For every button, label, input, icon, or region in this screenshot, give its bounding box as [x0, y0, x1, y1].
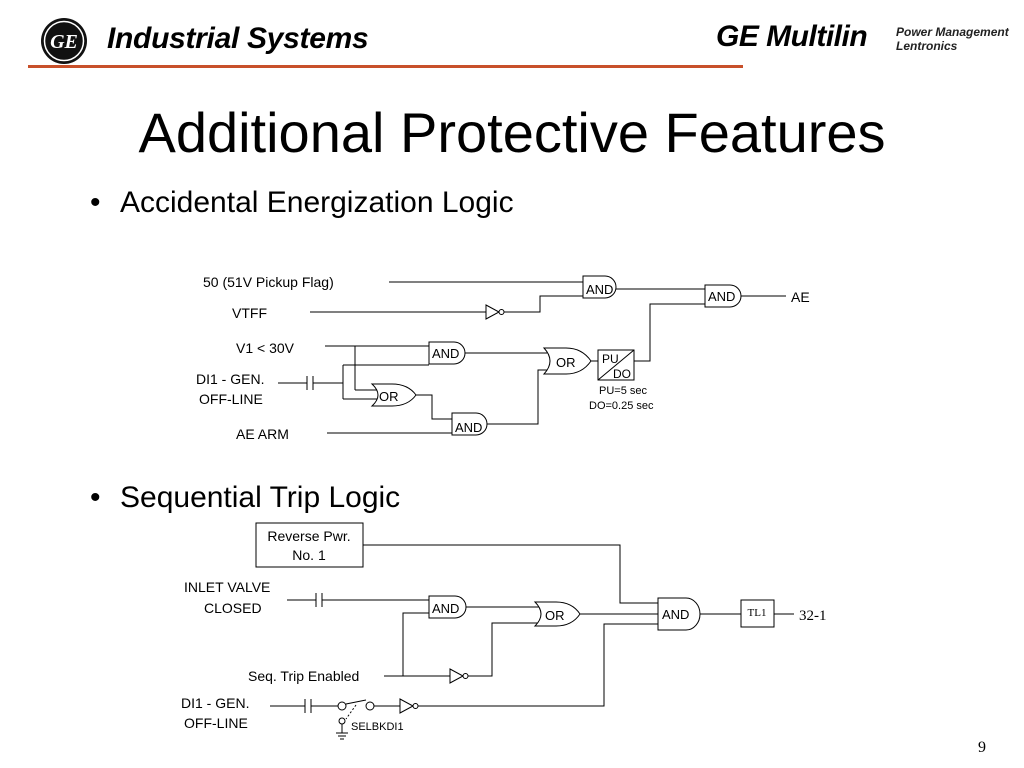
- header-divider: [28, 65, 743, 68]
- ae-and-top-label: AND: [586, 282, 613, 297]
- bullet-dot: •: [90, 481, 101, 514]
- seq-inlet-line2: CLOSED: [204, 600, 262, 616]
- ae-timer-pu: PU: [602, 352, 619, 366]
- ae-and-mid-label: AND: [432, 346, 459, 361]
- selector-link-icon: [345, 704, 357, 720]
- seq-and-left-gate: [428, 595, 467, 619]
- inverter-bubble-icon: [462, 673, 469, 679]
- seq-selector-label: SELBKDI1: [351, 721, 404, 733]
- ae-output-label: AE: [791, 289, 810, 305]
- slide-header: GE Industrial Systems GE Multilin Power …: [0, 0, 1024, 72]
- ae-input-di1-line2: OFF-LINE: [199, 391, 263, 407]
- brand-tagline: Power Management Lentronics: [896, 25, 1009, 53]
- ae-and-low-label: AND: [455, 420, 482, 435]
- brand-tagline-1: Power Management: [896, 25, 1009, 39]
- ae-input-pickup: 50 (51V Pickup Flag): [203, 274, 334, 290]
- ae-timer-pu-setting: PU=5 sec: [599, 385, 647, 397]
- ge-logo-text: GE: [50, 31, 78, 53]
- selector-terminal-icon: [337, 701, 347, 711]
- seq-reverse-power-line2: No. 1: [292, 547, 326, 563]
- wire: [363, 544, 658, 604]
- seq-enabled-inverter-icon: [449, 668, 465, 684]
- seq-trip-diagram: Reverse Pwr. No. 1 INLET VALVE CLOSED AN…: [181, 522, 827, 740]
- seq-and-right-label: AND: [662, 607, 689, 622]
- wire: [402, 612, 429, 676]
- seq-tl1-timer: [740, 599, 775, 628]
- ae-or-right-gate: [542, 347, 592, 375]
- seq-di1-line2: OFF-LINE: [184, 715, 248, 731]
- wire: [416, 394, 452, 420]
- seq-or-gate: [533, 601, 581, 627]
- bullet-ae-logic: • Accidental Energization Logic: [90, 186, 514, 220]
- ae-and-mid-gate: [428, 341, 466, 365]
- ae-and-output-gate: [704, 284, 742, 308]
- wire: [504, 295, 583, 313]
- company-name: Industrial Systems: [107, 22, 369, 55]
- seq-reverse-power-box: [255, 522, 364, 568]
- wire: [418, 623, 658, 707]
- ae-and-low-gate: [451, 412, 488, 436]
- seq-and-left-label: AND: [432, 601, 459, 616]
- ae-or-right-label: OR: [556, 355, 576, 370]
- selector-switch-icon: [345, 699, 367, 705]
- seq-output-label: 32-1: [799, 608, 827, 624]
- timer-diagonal: [597, 349, 635, 381]
- ae-input-di1-line1: DI1 - GEN.: [196, 371, 264, 387]
- seq-di1-line1: DI1 - GEN.: [181, 695, 249, 711]
- ae-and-output-label: AND: [708, 289, 735, 304]
- ae-logic-diagram: 50 (51V Pickup Flag) VTFF V1 < 30V DI1 -…: [196, 274, 810, 442]
- bullet-text: Accidental Energization Logic: [120, 186, 514, 219]
- ae-vtff-inverter-icon: [485, 304, 501, 320]
- seq-and-right-gate: [657, 597, 701, 631]
- ae-timer-do-setting: DO=0.25 sec: [589, 400, 654, 412]
- seq-di1-inverter-icon: [399, 698, 415, 714]
- ae-input-vtff: VTFF: [232, 305, 267, 321]
- seq-timer-label: TL1: [748, 607, 767, 619]
- seq-inlet-line1: INLET VALVE: [184, 579, 270, 595]
- ae-or-mid-label: OR: [379, 389, 399, 404]
- selector-terminal-icon: [365, 701, 375, 711]
- brand-tagline-2: Lentronics: [896, 39, 958, 53]
- bullet-seq-trip: • Sequential Trip Logic: [90, 481, 400, 515]
- wire: [487, 369, 550, 425]
- brand-name: GE Multilin: [716, 20, 868, 53]
- seq-enabled-label: Seq. Trip Enabled: [248, 668, 359, 684]
- bullet-dot: •: [90, 186, 101, 219]
- inverter-bubble-icon: [498, 309, 505, 315]
- ae-input-arm: AE ARM: [236, 426, 289, 442]
- ae-and-top-gate: [582, 275, 617, 299]
- ae-or-mid-gate: [370, 383, 417, 407]
- seq-reverse-power-line1: Reverse Pwr.: [267, 528, 350, 544]
- slide-title: Additional Protective Features: [138, 101, 886, 164]
- selector-terminal-icon: [338, 717, 346, 725]
- bullet-text: Sequential Trip Logic: [120, 481, 401, 514]
- wire: [634, 303, 705, 362]
- ae-timer-do: DO: [613, 367, 631, 381]
- ge-logo-icon: GE: [41, 18, 87, 64]
- inverter-bubble-icon: [412, 703, 419, 709]
- seq-or-label: OR: [545, 608, 565, 623]
- ae-input-v1: V1 < 30V: [236, 340, 295, 356]
- page-number: 9: [978, 739, 986, 756]
- wire: [468, 622, 540, 677]
